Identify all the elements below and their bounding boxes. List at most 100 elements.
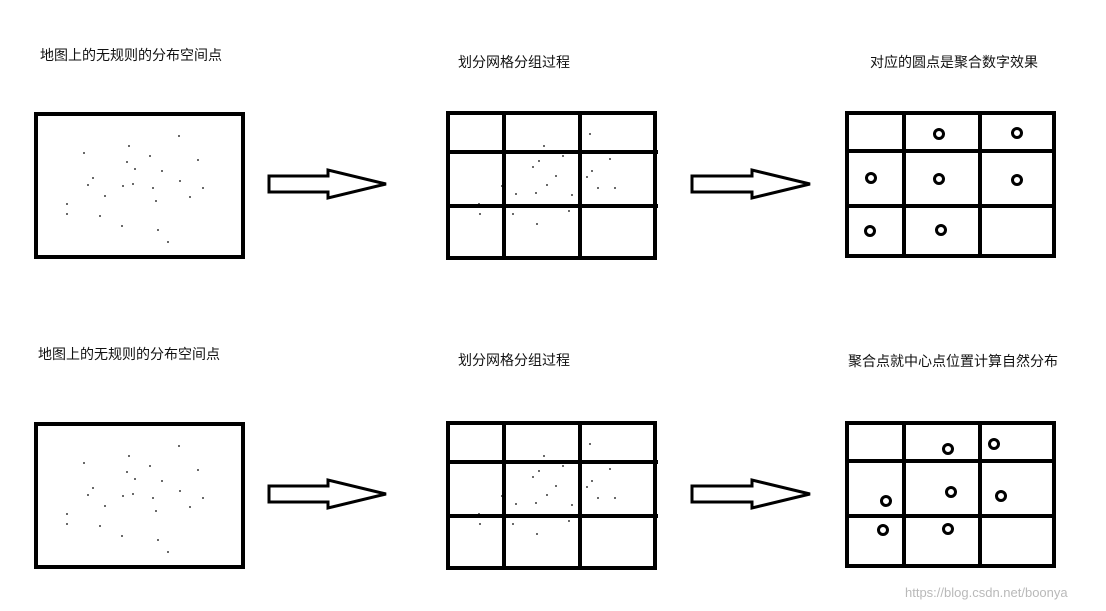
row1-grid-point bbox=[591, 170, 593, 172]
row1-cluster-marker bbox=[1011, 174, 1023, 186]
row2-arrow-right-1 bbox=[267, 478, 387, 510]
row1-scatter-point bbox=[197, 159, 199, 161]
row2-cluster-marker bbox=[995, 490, 1007, 502]
row2-scatter-point bbox=[126, 471, 128, 473]
row1-grid-point bbox=[536, 223, 538, 225]
row1-arrow-right-2 bbox=[690, 168, 811, 200]
row1-grid-point bbox=[562, 155, 564, 157]
row1-scatter-point bbox=[161, 170, 163, 172]
row1-grid-point bbox=[614, 187, 616, 189]
row1-scatter-point bbox=[155, 200, 157, 202]
row2-grid-point bbox=[515, 503, 517, 505]
row2-grid-point bbox=[501, 495, 503, 497]
row1-grid-point bbox=[546, 184, 548, 186]
row1-grid-point bbox=[609, 158, 611, 160]
row2-cluster-marker bbox=[988, 438, 1000, 450]
row2-step2-caption: 划分网格分组过程 bbox=[458, 353, 570, 369]
row1-scatter-point bbox=[126, 161, 128, 163]
row1-cluster-marker bbox=[935, 224, 947, 236]
row1-grid-point bbox=[532, 166, 534, 168]
row2-scatter-point bbox=[167, 551, 169, 553]
row2-cluster-marker bbox=[880, 495, 892, 507]
row2-scatter-point bbox=[134, 478, 136, 480]
row2-grid-point bbox=[512, 523, 514, 525]
row2-scatter-point bbox=[179, 490, 181, 492]
row1-grid-point bbox=[538, 160, 540, 162]
row1-scatter-point bbox=[66, 203, 68, 205]
row1-scatter-point bbox=[132, 183, 134, 185]
row1-scatter-point bbox=[122, 185, 124, 187]
row2-grid-point bbox=[568, 520, 570, 522]
row2-cluster-frame bbox=[845, 421, 1056, 568]
row1-grid-point bbox=[543, 145, 545, 147]
row2-grid-point bbox=[478, 513, 480, 515]
row1-grid-point bbox=[501, 185, 503, 187]
row1-grid-point bbox=[535, 192, 537, 194]
row1-scatter-point bbox=[99, 215, 101, 217]
row2-grid-point bbox=[543, 455, 545, 457]
row2-scatter-point bbox=[92, 487, 94, 489]
row1-scatter-point bbox=[128, 145, 130, 147]
row2-scatter-point bbox=[157, 539, 159, 541]
row2-grid-point bbox=[535, 502, 537, 504]
row1-cluster-marker bbox=[1011, 127, 1023, 139]
row2-scatter-point bbox=[152, 497, 154, 499]
row2-grid-point bbox=[546, 494, 548, 496]
row1-cluster-marker bbox=[865, 172, 877, 184]
row2-arrow-right-2 bbox=[690, 478, 811, 510]
row2-grid-point bbox=[597, 497, 599, 499]
row2-cluster-marker bbox=[877, 524, 889, 536]
row1-scatter-point bbox=[87, 184, 89, 186]
row2-scatter-point bbox=[122, 495, 124, 497]
row2-cluster-marker bbox=[942, 523, 954, 535]
row1-grid-frame bbox=[446, 111, 657, 260]
row1-scatter-point bbox=[92, 177, 94, 179]
row2-grid-point bbox=[614, 497, 616, 499]
row2-scatter-point bbox=[99, 525, 101, 527]
row2-grid-point bbox=[536, 533, 538, 535]
row1-scatter-point bbox=[134, 168, 136, 170]
row1-grid-point bbox=[478, 203, 480, 205]
row1-grid-point bbox=[568, 210, 570, 212]
row2-grid-point bbox=[571, 504, 573, 506]
row2-scatter-point bbox=[197, 469, 199, 471]
row1-step3-caption: 对应的圆点是聚合数字效果 bbox=[870, 55, 1038, 71]
row2-grid-point bbox=[555, 485, 557, 487]
row2-points-map-frame bbox=[34, 422, 245, 569]
row1-scatter-point bbox=[66, 213, 68, 215]
row2-scatter-point bbox=[87, 494, 89, 496]
row1-scatter-point bbox=[104, 195, 106, 197]
row2-scatter-point bbox=[66, 513, 68, 515]
row2-grid-point bbox=[589, 443, 591, 445]
row2-grid-point bbox=[532, 476, 534, 478]
row1-scatter-point bbox=[152, 187, 154, 189]
row1-grid-point bbox=[586, 176, 588, 178]
row1-scatter-point bbox=[178, 135, 180, 137]
row2-cluster-marker bbox=[942, 443, 954, 455]
row1-scatter-point bbox=[121, 225, 123, 227]
row1-scatter-point bbox=[167, 241, 169, 243]
row1-scatter-point bbox=[157, 229, 159, 231]
row2-step3-caption: 聚合点就中心点位置计算自然分布 bbox=[848, 354, 1058, 370]
row1-points-map-frame bbox=[34, 112, 245, 259]
row1-scatter-point bbox=[83, 152, 85, 154]
row1-scatter-point bbox=[189, 196, 191, 198]
row1-cluster-marker bbox=[864, 225, 876, 237]
row2-scatter-point bbox=[66, 523, 68, 525]
row1-arrow-right-1 bbox=[267, 168, 387, 200]
row2-grid-point bbox=[562, 465, 564, 467]
row2-scatter-point bbox=[83, 462, 85, 464]
row1-step1-caption: 地图上的无规则的分布空间点 bbox=[40, 48, 222, 64]
row1-grid-point bbox=[571, 194, 573, 196]
row1-grid-point bbox=[597, 187, 599, 189]
row2-scatter-point bbox=[104, 505, 106, 507]
row2-cluster-marker bbox=[945, 486, 957, 498]
row1-cluster-frame bbox=[845, 111, 1056, 258]
row1-grid-point bbox=[555, 175, 557, 177]
row2-scatter-point bbox=[189, 506, 191, 508]
row2-grid-point bbox=[479, 523, 481, 525]
row2-scatter-point bbox=[178, 445, 180, 447]
row2-grid-frame bbox=[446, 421, 657, 570]
row1-cluster-marker bbox=[933, 128, 945, 140]
